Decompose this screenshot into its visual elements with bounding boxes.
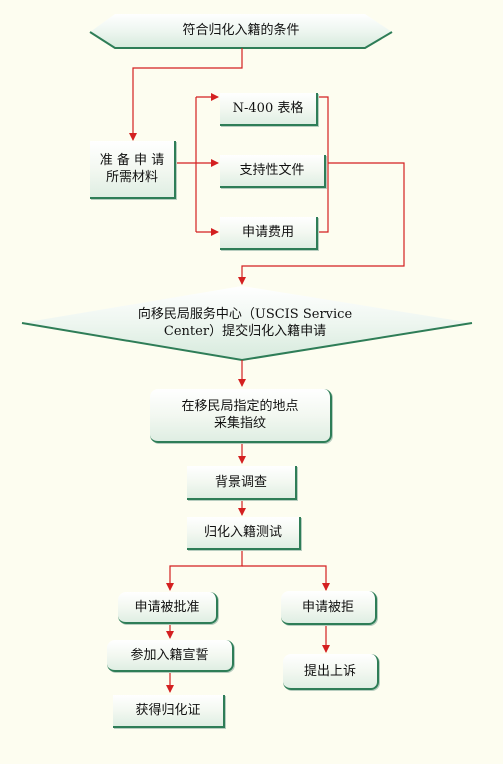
application-fee-label: 申请费用 [241,225,294,240]
supporting-docs-label: 支持性文件 [239,163,305,178]
rejected-label: 申请被拒 [301,599,354,615]
background-check-label: 背景调查 [214,474,267,490]
n400-label: N-400 表格 [232,101,304,116]
citizenship-box: 获得归化证 [113,695,225,728]
start-condition-label: 符合归化入籍的条件 [182,23,300,38]
submit-line2: Center）提交归化入籍申请 [163,324,327,339]
oath-label: 参加入籍宣誓 [130,647,209,663]
rejected-box: 申请被拒 [281,591,377,625]
application-fee-box: 申请费用 [220,217,318,250]
connector-start-prepare [129,48,243,141]
submit-application-label: 向移民局服务中心（USCIS Service Center）提交归化入籍申请 [110,306,380,340]
fingerprint-box: 在移民局指定的地点 采集指纹 [150,389,332,443]
start-hexagon [90,14,392,48]
appeal-box: 提出上诉 [283,654,379,690]
approved-box: 申请被批准 [118,592,218,624]
approved-label: 申请被批准 [134,599,200,615]
submit-line1: 向移民局服务中心（USCIS Service [137,307,353,322]
prepare-line2: 所需材料 [105,170,158,185]
oath-box: 参加入籍宣誓 [107,640,234,672]
fingerprint-line1: 在移民局指定的地点 [181,399,299,414]
naturalization-test-label: 归化入籍测试 [203,525,282,540]
prepare-line1: 准 备 申 请 [99,153,165,168]
citizenship-label: 获得归化证 [135,703,201,718]
prepare-materials-box: 准 备 申 请 所需材料 [90,141,176,199]
naturalization-test-box: 归化入籍测试 [187,517,301,550]
background-check-box: 背景调查 [187,466,297,500]
n400-form-box: N-400 表格 [220,93,318,126]
fingerprint-line2: 采集指纹 [213,416,266,431]
appeal-label: 提出上诉 [303,663,356,679]
supporting-docs-box: 支持性文件 [220,155,326,188]
